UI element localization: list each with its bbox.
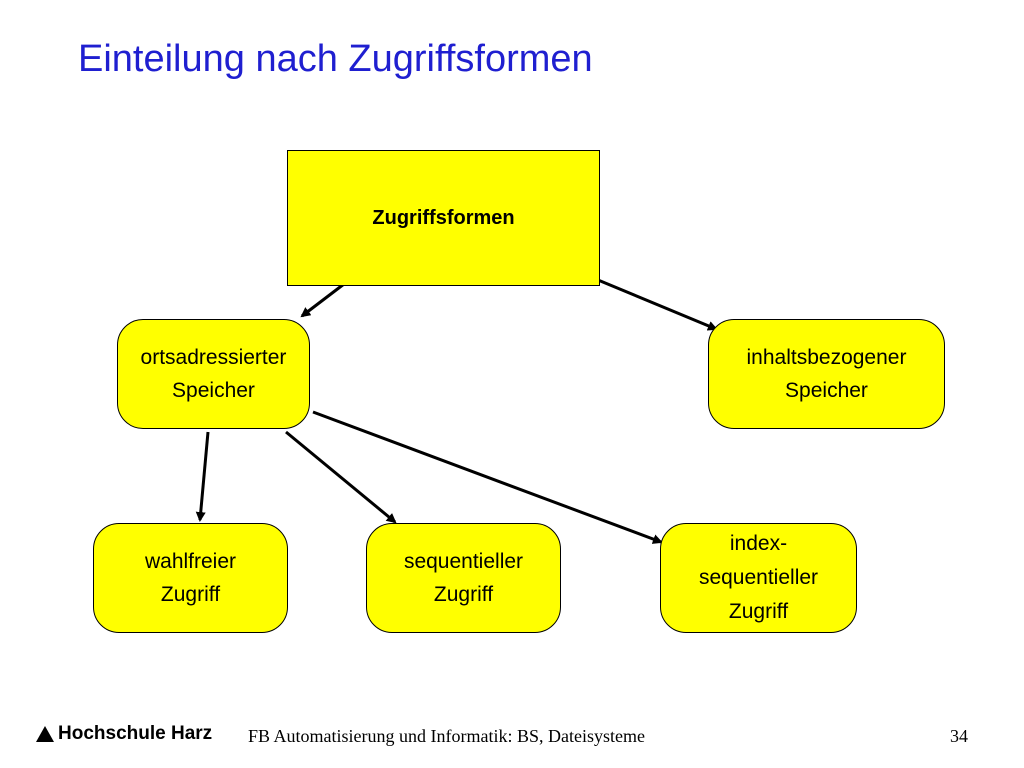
footer-course-text: FB Automatisierung und Informatik: BS, D…: [248, 726, 645, 746]
arrow-root-to-ortsadressiert: [300, 282, 345, 318]
node-label-line: sequentieller: [403, 550, 524, 573]
arrow-orts-to-sequentiell: [285, 430, 397, 524]
triangle-logo-icon: [36, 726, 54, 742]
arrow-root-to-inhaltsbezogen: [597, 278, 718, 331]
node-label-line: wahlfreier: [144, 550, 237, 573]
node-zugriffsformen-label: Zugriffsformen: [372, 206, 515, 229]
arrow-orts-to-indexsequentiell: [312, 410, 663, 544]
node-label-line: Zugriff: [160, 583, 221, 606]
node-zugriffsformen: Zugriffsformen: [287, 150, 600, 286]
node-label-line: ortsadressierter: [140, 346, 287, 369]
slide-title: Einteilung nach Zugriffsformen: [78, 38, 593, 80]
node-label-line: index-: [729, 532, 788, 555]
node-index-sequentieller-zugriff: index- sequentieller Zugriff: [660, 523, 857, 633]
logo-text: Hochschule Harz: [58, 723, 213, 744]
node-label-line: Speicher: [785, 379, 868, 402]
node-wahlfreier-zugriff: wahlfreier Zugriff: [93, 523, 288, 633]
node-label-line: sequentieller: [698, 566, 819, 589]
page-number: 34: [950, 726, 968, 746]
node-label-line: Zugriff: [728, 600, 789, 623]
node-sequentieller-zugriff: sequentieller Zugriff: [366, 523, 561, 633]
node-label-line: Speicher: [172, 379, 255, 402]
node-inhaltsbezogener-speicher: inhaltsbezogener Speicher: [708, 319, 945, 429]
node-label-line: Zugriff: [433, 583, 494, 606]
hochschule-harz-logo: Hochschule Harz: [36, 723, 212, 745]
node-ortsadressierter-speicher: ortsadressierter Speicher: [117, 319, 310, 429]
node-label-line: inhaltsbezogener: [746, 346, 907, 369]
arrow-orts-to-wahlfrei: [195, 431, 210, 522]
